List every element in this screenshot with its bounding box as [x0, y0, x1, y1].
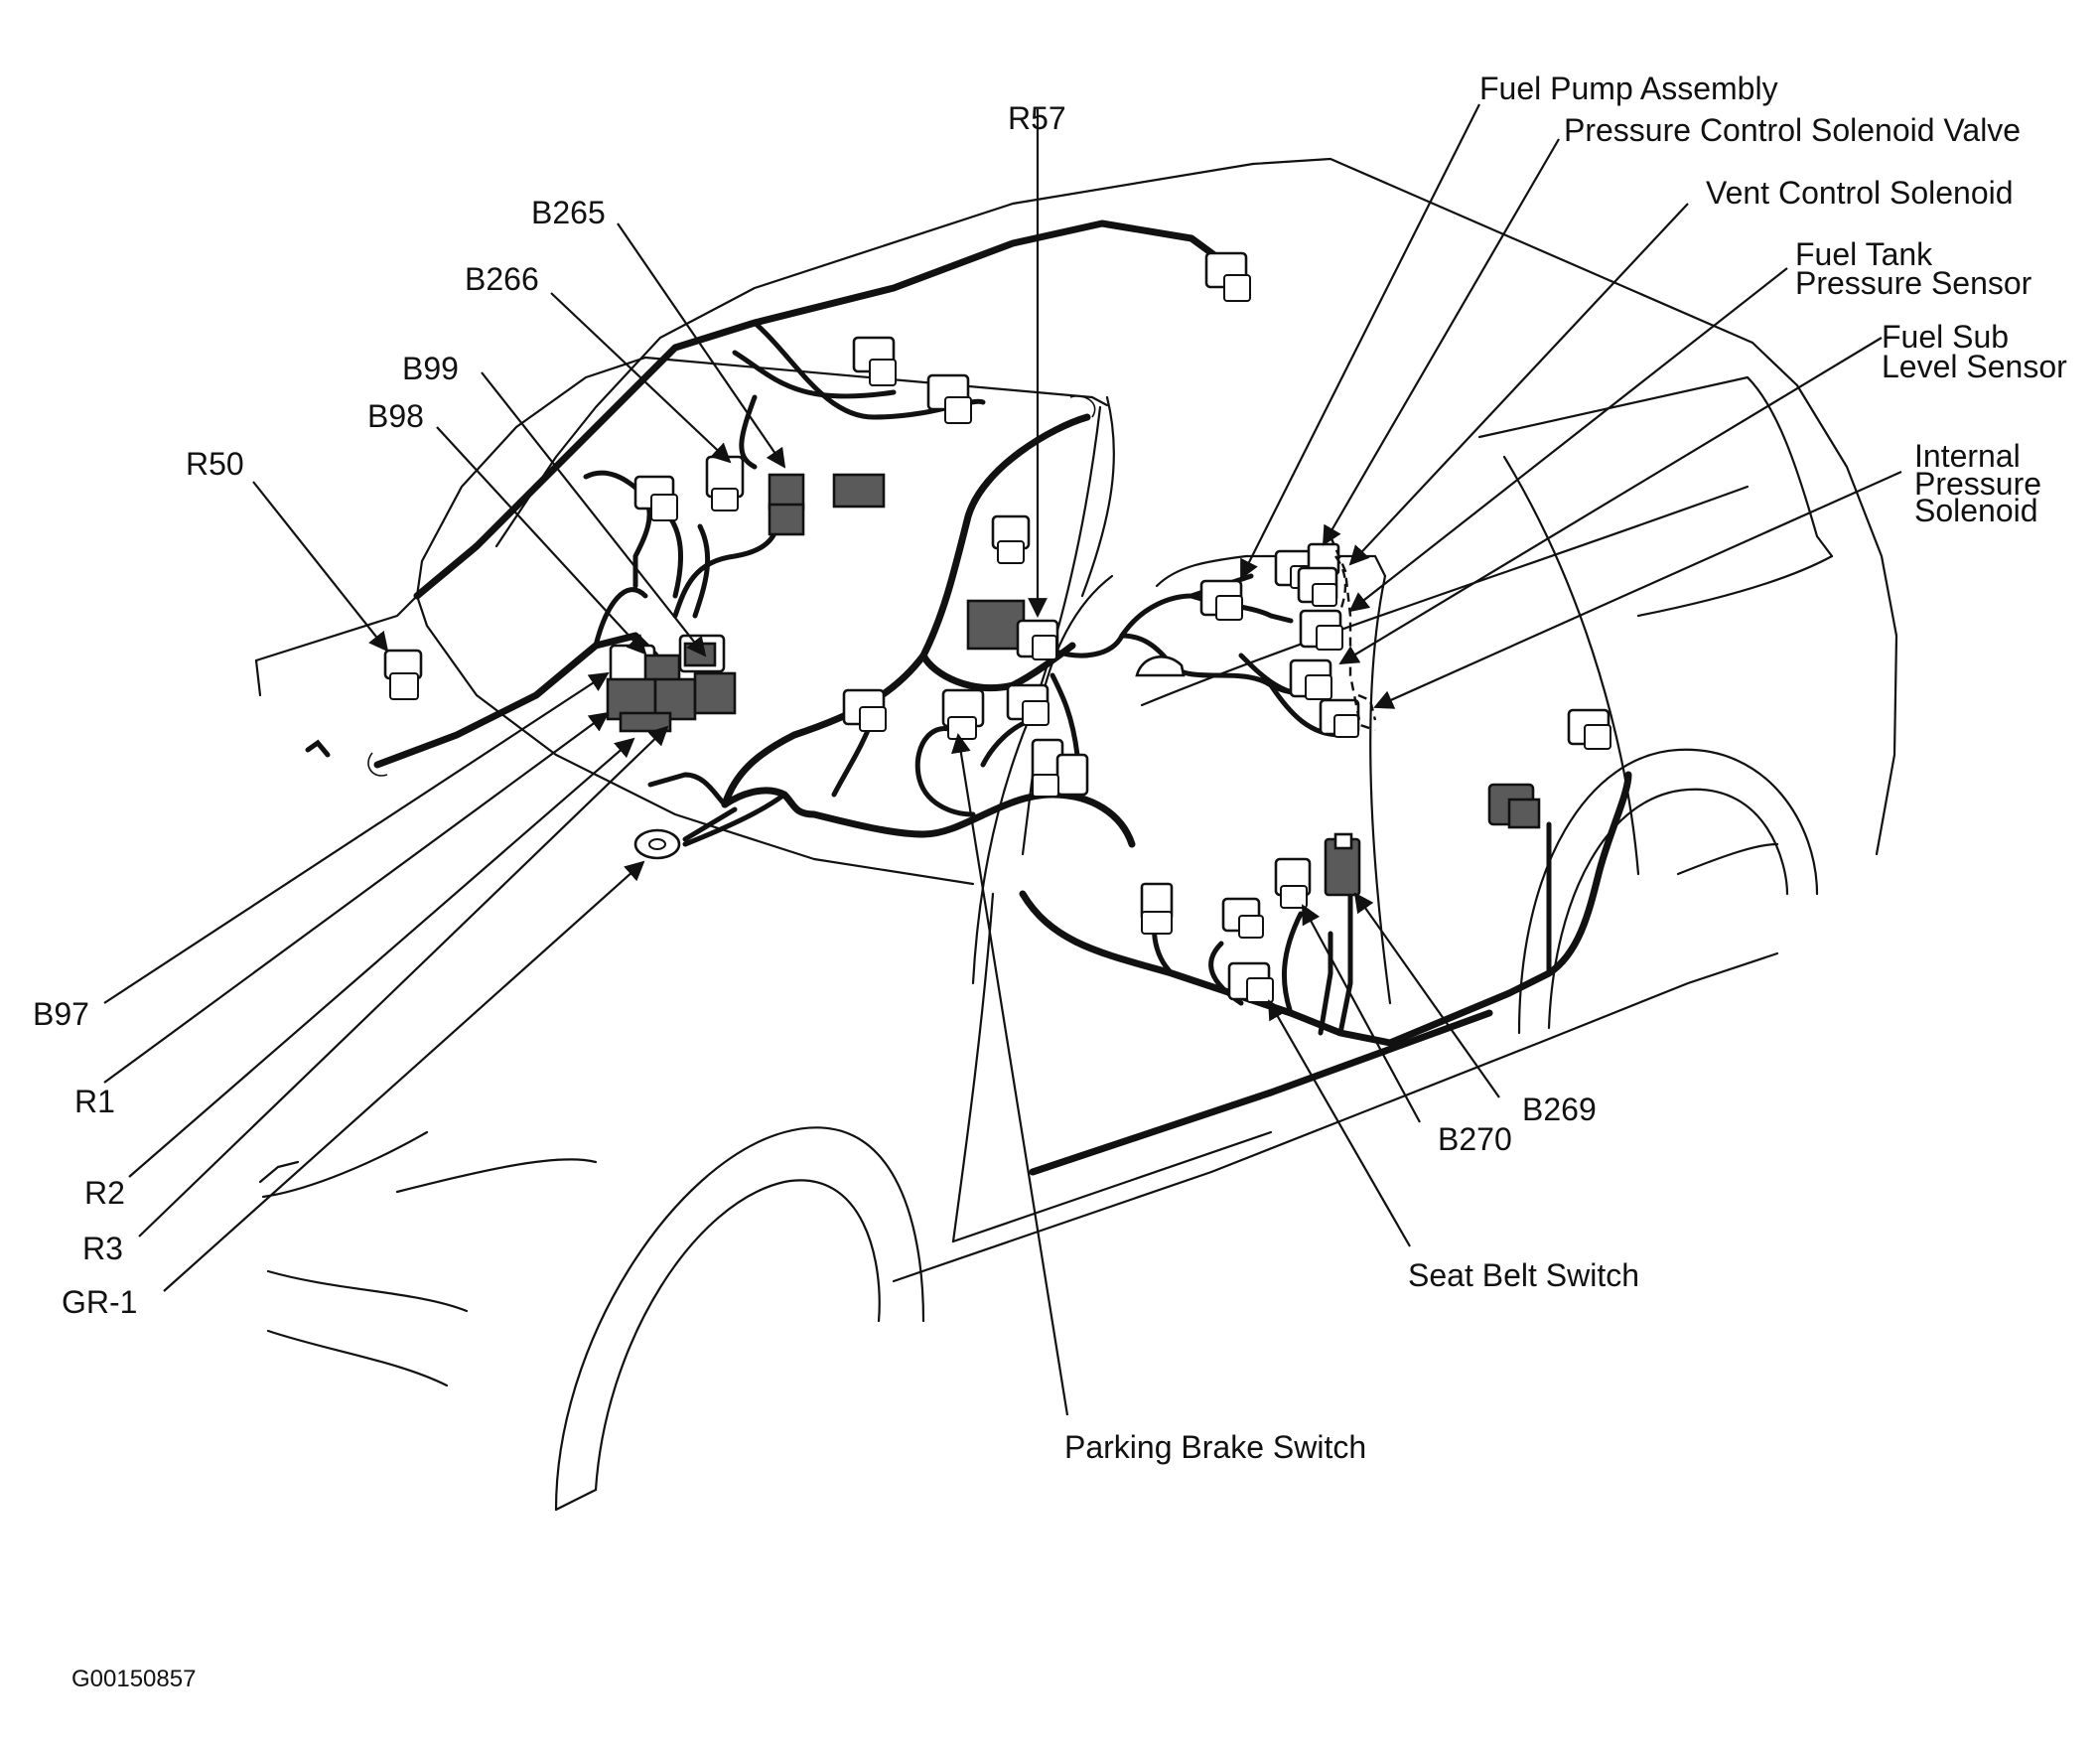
label-gr1: GR-1	[62, 1284, 137, 1320]
label-r50: R50	[186, 446, 244, 482]
connector-dark-roof	[832, 473, 886, 509]
label-fuel-tank: Fuel Tank	[1795, 236, 1933, 272]
vehicle-body-outline	[254, 157, 1898, 1512]
connector-center-2	[1006, 683, 1050, 726]
connector-b269	[1324, 832, 1361, 897]
leader-lines	[103, 103, 1902, 1416]
label-b269: B269	[1522, 1092, 1597, 1127]
connector-roof-left	[633, 475, 678, 521]
connector-seat-belt	[1227, 961, 1274, 1003]
connector-rear-side-dark	[1487, 783, 1541, 829]
connector-center-1	[842, 688, 887, 732]
label-fuel-sub: Fuel Sub	[1882, 319, 2009, 355]
connector-roof-1	[852, 336, 897, 386]
connector-roof-2	[926, 373, 972, 424]
connector-center-3	[1031, 738, 1089, 798]
label-seat-belt-switch: Seat Belt Switch	[1408, 1257, 1639, 1293]
connector-parking-brake	[941, 688, 985, 740]
label-parking-brake-switch: Parking Brake Switch	[1064, 1429, 1366, 1465]
callout-labels: R57 B265 B266 B99 B98 R50 B97 R1 R2 R3 G…	[33, 71, 2067, 1692]
label-fuel-pump-assembly: Fuel Pump Assembly	[1479, 71, 1778, 106]
label-pressure: Pressure	[1914, 466, 2041, 502]
connector-r50	[383, 649, 423, 700]
connector-fuel-tank-pressure	[1299, 609, 1343, 651]
connector-roof-rear	[1204, 251, 1251, 302]
label-internal: Internal	[1914, 438, 2021, 474]
connector-b265	[768, 473, 805, 536]
label-b270: B270	[1438, 1121, 1512, 1157]
connectors	[367, 251, 1611, 1003]
label-vent-control-solenoid: Vent Control Solenoid	[1706, 175, 2014, 211]
label-solenoid: Solenoid	[1914, 493, 2038, 528]
label-b266: B266	[465, 261, 539, 297]
label-level-sensor: Level Sensor	[1882, 349, 2067, 384]
label-b97: B97	[33, 996, 89, 1032]
connector-b270	[1274, 857, 1312, 909]
connector-fuel-sub-level	[1289, 658, 1332, 700]
label-pressure-sensor: Pressure Sensor	[1795, 265, 2032, 301]
figure-code: G00150857	[71, 1666, 196, 1692]
label-r3: R3	[82, 1231, 123, 1266]
connector-block-b97-b99	[606, 634, 737, 733]
connector-roof-center	[991, 514, 1031, 564]
label-r2: R2	[84, 1175, 125, 1211]
connector-internal-pressure	[1319, 698, 1360, 738]
connector-floor-2	[1221, 897, 1264, 939]
label-r1: R1	[74, 1084, 115, 1119]
label-pressure-control-solenoid-valve: Pressure Control Solenoid Valve	[1564, 112, 2021, 148]
label-b99: B99	[402, 351, 459, 386]
connector-b266	[705, 455, 745, 511]
connector-r57	[966, 599, 1059, 660]
connector-vent-control	[1297, 566, 1338, 607]
ground-ring-gr1	[633, 828, 681, 860]
label-b98: B98	[367, 398, 424, 434]
label-r57: R57	[1008, 100, 1066, 136]
connector-floor-1	[1140, 882, 1174, 935]
connector-fuel-pump	[1199, 579, 1243, 621]
label-b265: B265	[531, 195, 606, 230]
connector-dome	[1135, 656, 1186, 677]
connector-rear-side-1	[1567, 708, 1611, 750]
